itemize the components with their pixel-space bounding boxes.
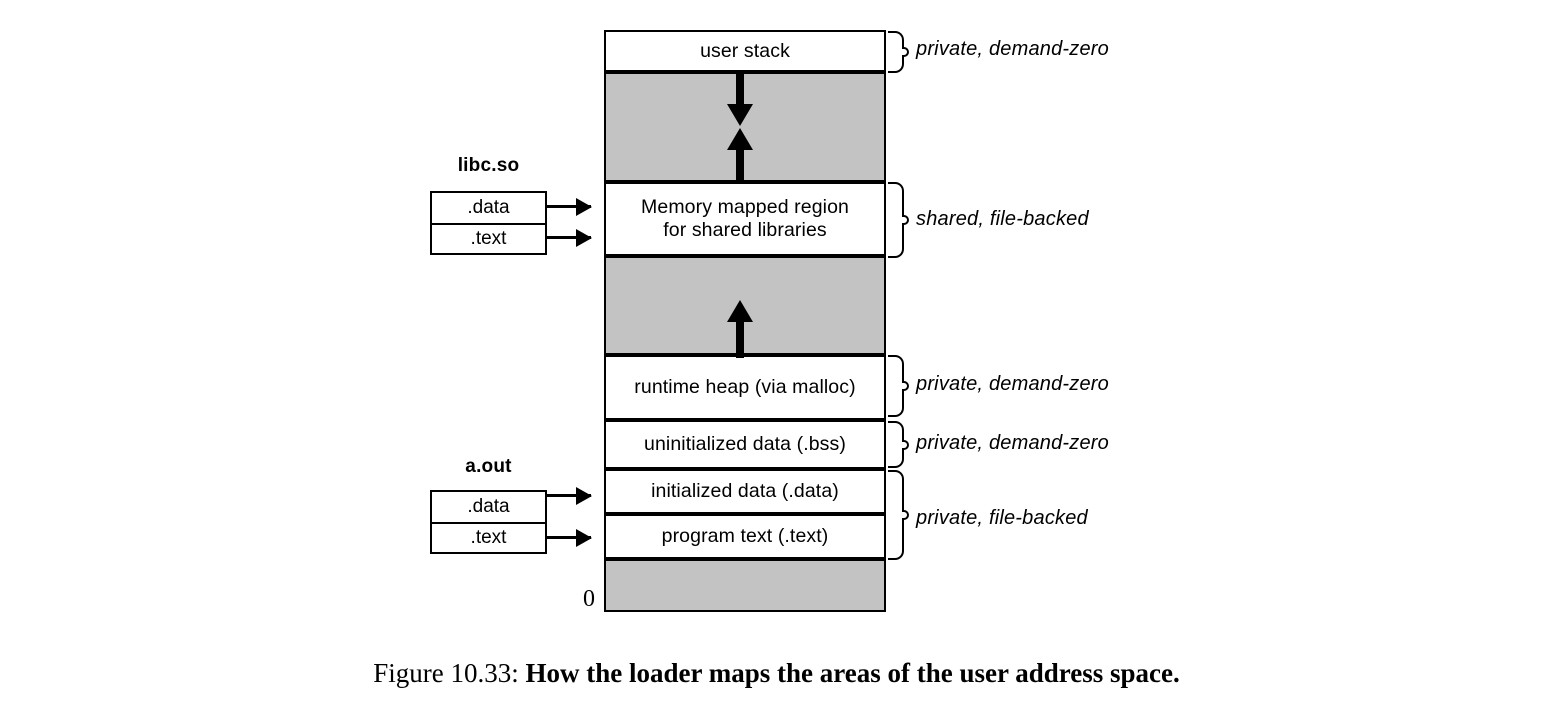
- section-label: .data: [467, 197, 510, 218]
- segment-label: runtime heap (via malloc): [634, 376, 856, 399]
- section-label: .text: [470, 228, 507, 249]
- memory-segment-user-stack: user stack: [604, 30, 886, 72]
- memory-segment-memory-mapped-region: Memory mapped region for shared librarie…: [604, 182, 886, 256]
- annotation-text-and-data: private, file-backed: [916, 507, 1088, 529]
- segment-label: Memory mapped region for shared librarie…: [641, 196, 849, 241]
- segment-label: program text (.text): [661, 525, 829, 548]
- brace-user-stack: [888, 31, 909, 73]
- brace-memory-mapped-region: [888, 182, 909, 258]
- object-file-title: a.out: [465, 456, 512, 477]
- annotation-uninitialized-data: private, demand-zero: [916, 432, 1109, 454]
- connector-libc-data-to-mmap: [547, 197, 592, 216]
- memory-segment-program-text: program text (.text): [604, 514, 886, 559]
- zero-address-label: 0: [583, 586, 595, 612]
- connector-aout-data-to-initialized-data: [547, 486, 592, 505]
- figure-caption: Figure 10.33: How the loader maps the ar…: [0, 658, 1553, 689]
- memory-segment-uninitialized-data-bss: uninitialized data (.bss): [604, 420, 886, 469]
- object-file-sections-box: .data .text: [430, 490, 547, 554]
- address-space-column: user stack Memory mapped region for shar…: [604, 30, 886, 612]
- object-file-title: libc.so: [457, 155, 520, 176]
- memory-gap-reserved-low: [604, 559, 886, 612]
- brace-runtime-heap: [888, 355, 909, 417]
- memory-segment-initialized-data: initialized data (.data): [604, 469, 886, 514]
- brace-text-and-data: [888, 470, 909, 560]
- object-file-section-text: .text: [432, 223, 545, 253]
- section-label: .data: [467, 496, 510, 517]
- annotation-memory-mapped-region: shared, file-backed: [916, 208, 1089, 230]
- brace-uninitialized-data: [888, 421, 909, 468]
- figure-caption-number: Figure 10.33:: [373, 658, 519, 688]
- object-file-section-data: .data: [432, 193, 545, 223]
- figure-caption-title: How the loader maps the areas of the use…: [525, 658, 1180, 688]
- memory-gap-stack-heap: [604, 72, 886, 182]
- segment-label: user stack: [700, 39, 790, 62]
- connector-aout-text-to-program-text: [547, 528, 592, 547]
- object-file-section-text: .text: [432, 522, 545, 552]
- object-file-section-data: .data: [432, 492, 545, 522]
- segment-label: uninitialized data (.bss): [644, 433, 846, 456]
- memory-segment-runtime-heap: runtime heap (via malloc): [604, 355, 886, 420]
- section-label: .text: [470, 527, 507, 548]
- segment-label: initialized data (.data): [651, 480, 839, 503]
- object-file-sections-box: .data .text: [430, 191, 547, 255]
- annotation-runtime-heap: private, demand-zero: [916, 373, 1109, 395]
- annotation-user-stack: private, demand-zero: [916, 38, 1109, 60]
- connector-libc-text-to-mmap: [547, 228, 592, 247]
